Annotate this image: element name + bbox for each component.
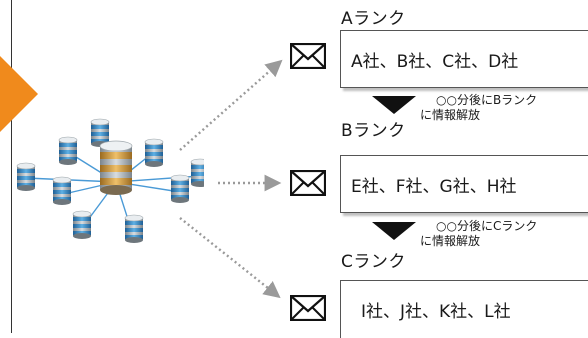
rank-a-companies: A社、B社、C社、D社 [351,51,519,72]
release-note-b-line2: に情報解放 [420,108,481,122]
rank-a-companies-box: A社、B社、C社、D社 [340,30,588,88]
rank-c-companies-box: I社、J社、K社、L社 [340,280,588,338]
rank-b-companies-box: E社、F社、G社、H社 [340,155,588,213]
rank-b-label: Bランク [341,121,406,141]
dotted-arrows [179,59,283,299]
down-triangle-icon [372,222,416,240]
release-note-c-line1: ○○分後にCランク [436,219,538,233]
down-triangle-icon [372,96,416,114]
release-note-b-line1: ○○分後にBランク [436,93,538,107]
envelope-icon [290,295,326,321]
database-network-icon [16,118,204,244]
rank-c-companies: I社、J社、K社、L社 [361,302,511,322]
rank-b-companies: E社、F社、G社、H社 [351,176,517,197]
rank-a-label: Aランク [341,9,406,29]
release-note-c-line2: に情報解放 [420,234,481,248]
orange-arrow-icon [0,56,38,132]
envelope-icon [290,43,326,69]
envelope-icon [290,170,326,196]
rank-c-label: Cランク [341,252,406,272]
